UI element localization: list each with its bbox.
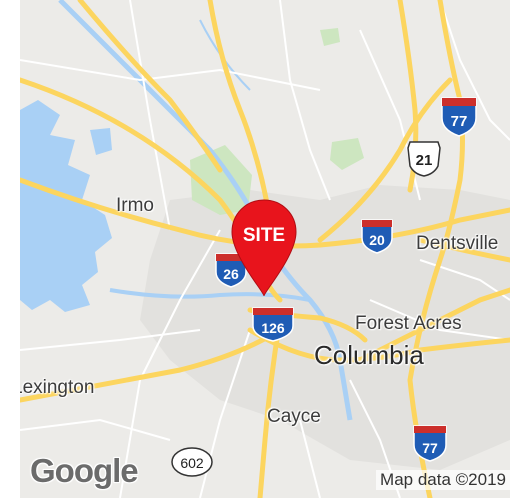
route-ne bbox=[317, 77, 453, 243]
site-marker[interactable]: SITE bbox=[231, 199, 297, 297]
map-canvas[interactable]: 77 21 20 26 126 77 602 bbox=[20, 0, 510, 498]
place-label-columbia: Columbia bbox=[314, 340, 424, 370]
us1-highway bbox=[207, 0, 273, 223]
i126-number: 126 bbox=[261, 320, 285, 336]
park-area bbox=[320, 28, 340, 46]
us76-highway bbox=[77, 0, 223, 173]
route-378 bbox=[20, 327, 283, 403]
i77-south-number: 77 bbox=[422, 440, 438, 456]
lake-murray bbox=[20, 100, 112, 312]
i20-number: 20 bbox=[369, 232, 385, 248]
map-view[interactable]: 77 21 20 26 126 77 602 bbox=[20, 0, 510, 498]
i26-number: 26 bbox=[223, 266, 239, 282]
place-label-dentsville: Dentsville bbox=[416, 233, 499, 254]
route-e bbox=[417, 237, 510, 263]
us21-number: 21 bbox=[416, 152, 433, 169]
i77-highway bbox=[407, 0, 465, 498]
i77-north-number: 77 bbox=[451, 113, 468, 130]
sc602-number: 602 bbox=[180, 455, 204, 471]
i126-shield: 126 bbox=[252, 307, 294, 342]
saluda-river bbox=[109, 288, 311, 302]
lake-inlet bbox=[90, 128, 112, 155]
route-176 bbox=[357, 287, 510, 363]
park-area bbox=[190, 145, 252, 215]
place-label-irmo: Irmo bbox=[116, 195, 154, 216]
map-attribution[interactable]: Map data ©2019 bbox=[376, 470, 510, 490]
place-label-forest-acres: Forest Acres bbox=[355, 313, 462, 334]
i20-shield: 20 bbox=[361, 219, 393, 254]
route-12 bbox=[247, 327, 510, 363]
site-marker-label: SITE bbox=[243, 225, 285, 246]
park-area bbox=[330, 138, 364, 170]
google-logo: Google bbox=[30, 452, 139, 489]
highways bbox=[20, 0, 510, 498]
i77-south-shield: 77 bbox=[413, 425, 447, 462]
sc602-shield: 602 bbox=[171, 447, 213, 477]
i77-north-shield: 77 bbox=[441, 97, 477, 137]
us21-shield: 21 bbox=[407, 141, 441, 177]
place-label-lexington: Lexington bbox=[20, 377, 95, 398]
place-label-cayce: Cayce bbox=[267, 406, 321, 427]
